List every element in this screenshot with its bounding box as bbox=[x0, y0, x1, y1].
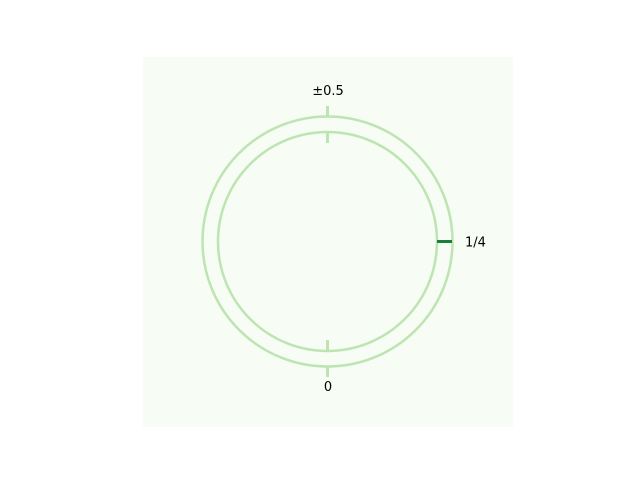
label-right: 1/4 bbox=[465, 236, 486, 251]
label-bottom: 0 bbox=[324, 380, 332, 395]
label-top: ±0.5 bbox=[312, 84, 344, 99]
